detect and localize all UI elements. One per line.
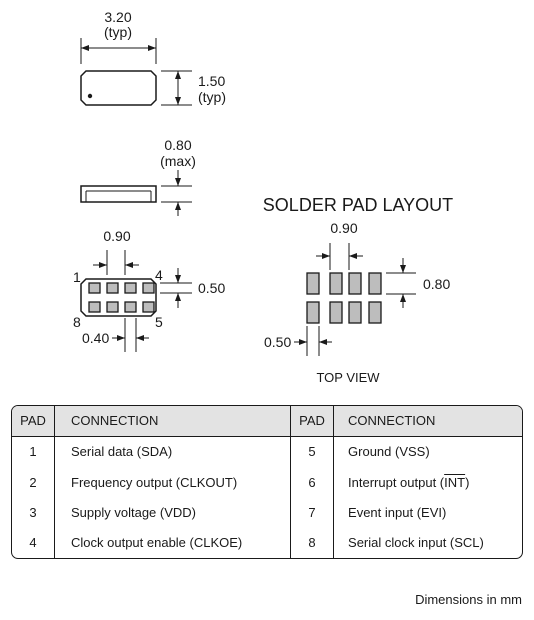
pin-connection-table: PAD CONNECTION PAD CONNECTION 1 Serial d… bbox=[11, 405, 523, 559]
package-pad-5 bbox=[142, 301, 155, 313]
pad-number: 3 bbox=[12, 497, 55, 528]
package-pad-8 bbox=[88, 301, 101, 313]
package-drawing: 3.20 (typ) 1.50 (typ) 0.80 (max) bbox=[73, 9, 453, 385]
pad-height-value: 0.50 bbox=[198, 280, 225, 296]
pad-number: 8 bbox=[290, 527, 335, 558]
layout-pad-3 bbox=[348, 272, 362, 295]
table-row: 4 Clock output enable (CLKOE) 8 Serial c… bbox=[12, 527, 522, 558]
layout-height-value: 0.80 bbox=[423, 276, 450, 292]
connection-name: Supply voltage (VDD) bbox=[54, 497, 292, 528]
package-pad-1 bbox=[88, 282, 101, 294]
layout-pad-8 bbox=[306, 301, 320, 324]
connection-name: Serial clock input (SCL) bbox=[348, 535, 484, 551]
package-pad-4 bbox=[142, 282, 155, 294]
layout-pad-7 bbox=[329, 301, 343, 324]
connection-name: Clock output enable (CLKOE) bbox=[54, 527, 292, 558]
connection-name: Ground (VSS) bbox=[348, 444, 430, 460]
pin-label-5: 5 bbox=[155, 314, 163, 330]
layout-width-value: 0.50 bbox=[264, 334, 291, 350]
height-value: 0.80 bbox=[164, 137, 191, 153]
header-pad-left: PAD bbox=[12, 406, 55, 437]
pin-label-8: 8 bbox=[73, 314, 81, 330]
height-note: (max) bbox=[160, 153, 196, 169]
pad-width-value: 0.40 bbox=[82, 330, 109, 346]
pad-number: 7 bbox=[290, 497, 335, 528]
package-side-view: 0.80 (max) bbox=[80, 137, 196, 216]
pad-number: 5 bbox=[290, 436, 335, 467]
layout-pad-5 bbox=[368, 301, 382, 324]
package-pad-7 bbox=[106, 301, 119, 313]
connection-name: Interrupt output (INT) bbox=[334, 467, 522, 497]
table-header-row: PAD CONNECTION PAD CONNECTION bbox=[12, 406, 522, 437]
package-pad-2 bbox=[106, 282, 119, 294]
package-pad-3 bbox=[124, 282, 137, 294]
pin1-marker bbox=[87, 93, 93, 99]
table-row: 1 Serial data (SDA) 5 Ground (VSS) bbox=[12, 436, 522, 467]
layout-pad-4 bbox=[368, 272, 382, 295]
connection-name: Event input (EVI) bbox=[348, 504, 447, 520]
view-label: TOP VIEW bbox=[316, 370, 380, 385]
header-connection-right: CONNECTION bbox=[333, 406, 522, 437]
length-value: 3.20 bbox=[104, 9, 131, 25]
pin-label-1: 1 bbox=[73, 269, 81, 285]
header-pad-right: PAD bbox=[290, 406, 335, 437]
layout-pitch-value: 0.90 bbox=[330, 220, 357, 236]
width-value: 1.50 bbox=[198, 73, 225, 89]
length-note: (typ) bbox=[104, 24, 132, 40]
layout-title: SOLDER PAD LAYOUT bbox=[263, 195, 453, 215]
package-bottom-view: 1 4 8 5 0.90 0.50 0.40 bbox=[73, 228, 225, 352]
pad-number: 4 bbox=[12, 527, 55, 558]
layout-pad-1 bbox=[306, 272, 320, 295]
table-row: 2 Frequency output (CLKOUT) 6 Interrupt … bbox=[12, 466, 522, 498]
width-note: (typ) bbox=[198, 89, 226, 105]
connection-name: Frequency output (CLKOUT) bbox=[54, 466, 292, 498]
interrupt-signal: INT bbox=[444, 474, 466, 490]
pin-label-4: 4 bbox=[155, 267, 163, 283]
interrupt-prefix: Interrupt output ( bbox=[348, 474, 445, 490]
pad-number: 2 bbox=[12, 466, 55, 498]
pad-number: 1 bbox=[12, 436, 55, 467]
layout-pad-2 bbox=[329, 272, 343, 295]
pad-pitch-value: 0.90 bbox=[103, 228, 130, 244]
pad-number: 6 bbox=[290, 466, 335, 498]
header-connection-left: CONNECTION bbox=[54, 406, 292, 437]
interrupt-suffix: ) bbox=[465, 474, 470, 490]
units-footnote: Dimensions in mm bbox=[415, 592, 522, 607]
package-top-view: 3.20 (typ) 1.50 (typ) bbox=[80, 9, 226, 106]
connection-name: Serial data (SDA) bbox=[54, 436, 292, 467]
package-pad-6 bbox=[124, 301, 137, 313]
table-row: 3 Supply voltage (VDD) 7 Event input (EV… bbox=[12, 497, 522, 528]
layout-pad-6 bbox=[348, 301, 362, 324]
solder-pad-layout: SOLDER PAD LAYOUT 0.90 0.80 0.50 TOP VIE bbox=[263, 195, 453, 385]
